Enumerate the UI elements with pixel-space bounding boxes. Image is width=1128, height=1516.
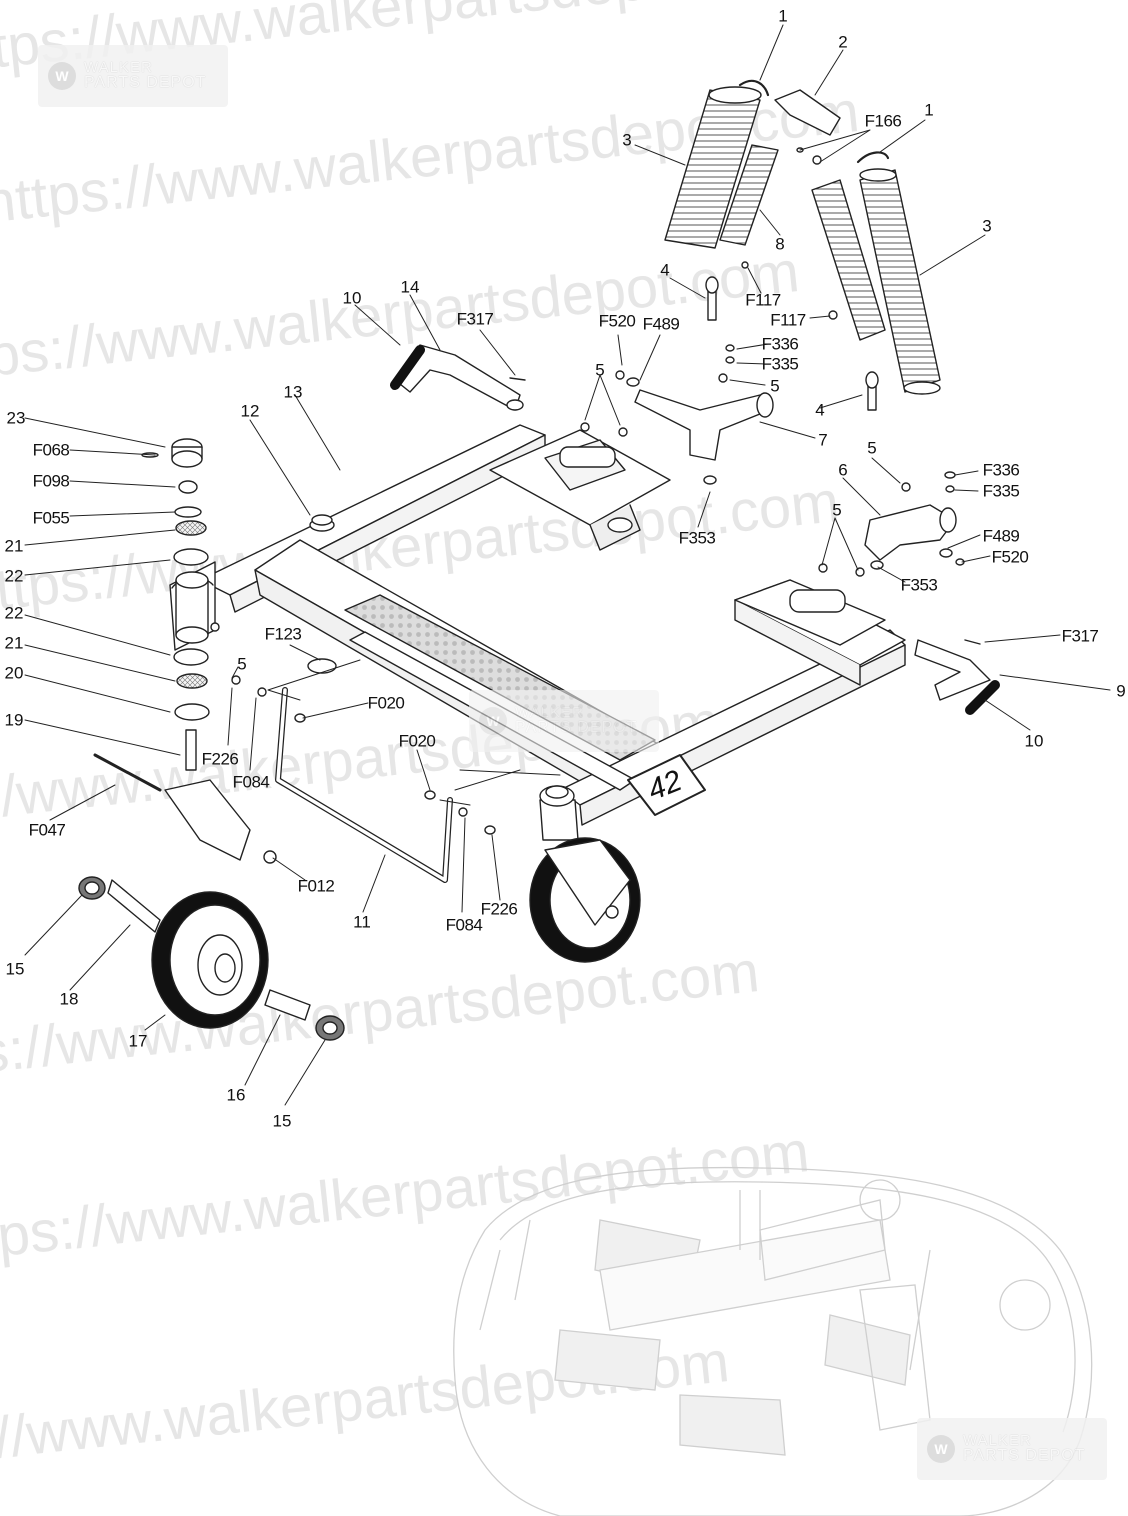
callout-label: F489 — [642, 314, 680, 334]
callout-label: 21 — [4, 633, 24, 653]
callout-label: 19 — [4, 710, 24, 730]
callout-label: 3 — [982, 216, 992, 236]
callout-label: F353 — [678, 528, 716, 548]
callout-label: F226 — [201, 749, 239, 769]
callout-label: 11 — [353, 912, 371, 932]
callout-label: F047 — [28, 820, 66, 840]
callout-label: 20 — [4, 663, 24, 683]
callout-label: 12 — [240, 401, 260, 421]
callout-label: 1 — [924, 100, 934, 120]
callout-label: F317 — [456, 309, 494, 329]
callout-label: 17 — [128, 1031, 148, 1051]
callout-label: 1 — [778, 6, 788, 26]
callout-label: 21 — [4, 536, 24, 556]
callout-label: 15 — [5, 959, 25, 979]
callout-label: 18 — [59, 989, 79, 1009]
handle-right — [914, 639, 1000, 715]
callout-label: 23 — [6, 408, 26, 428]
deck-inset — [453, 1166, 1093, 1516]
callout-label: 3 — [622, 130, 632, 150]
walker-logo-icon: W — [48, 62, 76, 90]
walker-logo-icon: W — [479, 707, 507, 735]
callout-label: F489 — [982, 526, 1020, 546]
handle-left — [390, 344, 524, 411]
callout-label: F020 — [398, 731, 436, 751]
callout-label: F317 — [1061, 626, 1099, 646]
pivot-arm-6 — [864, 504, 957, 561]
leader-lines — [24, 24, 1111, 1106]
callout-label: 7 — [818, 430, 828, 450]
callout-label: F353 — [900, 575, 938, 595]
callout-label: 5 — [237, 654, 247, 674]
callout-label: F336 — [761, 334, 799, 354]
callout-label: F012 — [297, 876, 335, 896]
callout-label: F335 — [761, 354, 799, 374]
callout-label: 5 — [595, 360, 605, 380]
callout-label: 4 — [815, 400, 825, 420]
callout-label: 10 — [342, 288, 362, 308]
callout-label: F020 — [367, 693, 405, 713]
callout-label: F166 — [864, 111, 902, 131]
bail-bar — [275, 687, 453, 883]
caster-stack-left — [93, 438, 251, 861]
walker-logo-icon: W — [927, 1435, 955, 1463]
callout-label: 15 — [272, 1111, 292, 1131]
callout-label: 9 — [1116, 681, 1126, 701]
watermark-logo: W WALKER PARTS DEPOT — [469, 690, 659, 752]
callout-label: 8 — [775, 234, 785, 254]
callout-label: F055 — [32, 508, 70, 528]
callout-label: F123 — [264, 624, 302, 644]
callout-label: F226 — [480, 899, 518, 919]
springs — [664, 86, 941, 395]
callout-label: F084 — [445, 915, 483, 935]
callout-label: F117 — [770, 310, 806, 330]
rear-wheel — [78, 876, 345, 1041]
callout-label: F520 — [991, 547, 1029, 567]
callout-label: 5 — [832, 500, 842, 520]
callout-label: 14 — [400, 277, 420, 297]
callout-label: 22 — [4, 603, 24, 623]
pivot-arm-7 — [634, 389, 774, 461]
callout-label: 2 — [838, 32, 848, 52]
callout-label: F084 — [232, 772, 270, 792]
callout-label: 16 — [226, 1085, 246, 1105]
callout-label: 5 — [770, 376, 780, 396]
callout-label: F336 — [982, 460, 1020, 480]
watermark-logo: W WALKER PARTS DEPOT — [917, 1418, 1107, 1480]
front-caster-wheel — [529, 837, 641, 963]
callout-label: 10 — [1024, 731, 1044, 751]
watermark-logo: W WALKER PARTS DEPOT — [38, 45, 228, 107]
callout-label: F520 — [598, 311, 636, 331]
callout-label: F335 — [982, 481, 1020, 501]
callout-label: 13 — [283, 382, 303, 402]
callout-label: 6 — [838, 460, 848, 480]
callout-label: 4 — [660, 260, 670, 280]
callout-label: F098 — [32, 471, 70, 491]
callout-label: 22 — [4, 566, 24, 586]
callout-label: F068 — [32, 440, 70, 460]
callout-label: 5 — [867, 438, 877, 458]
callout-label: F117 — [745, 290, 781, 310]
